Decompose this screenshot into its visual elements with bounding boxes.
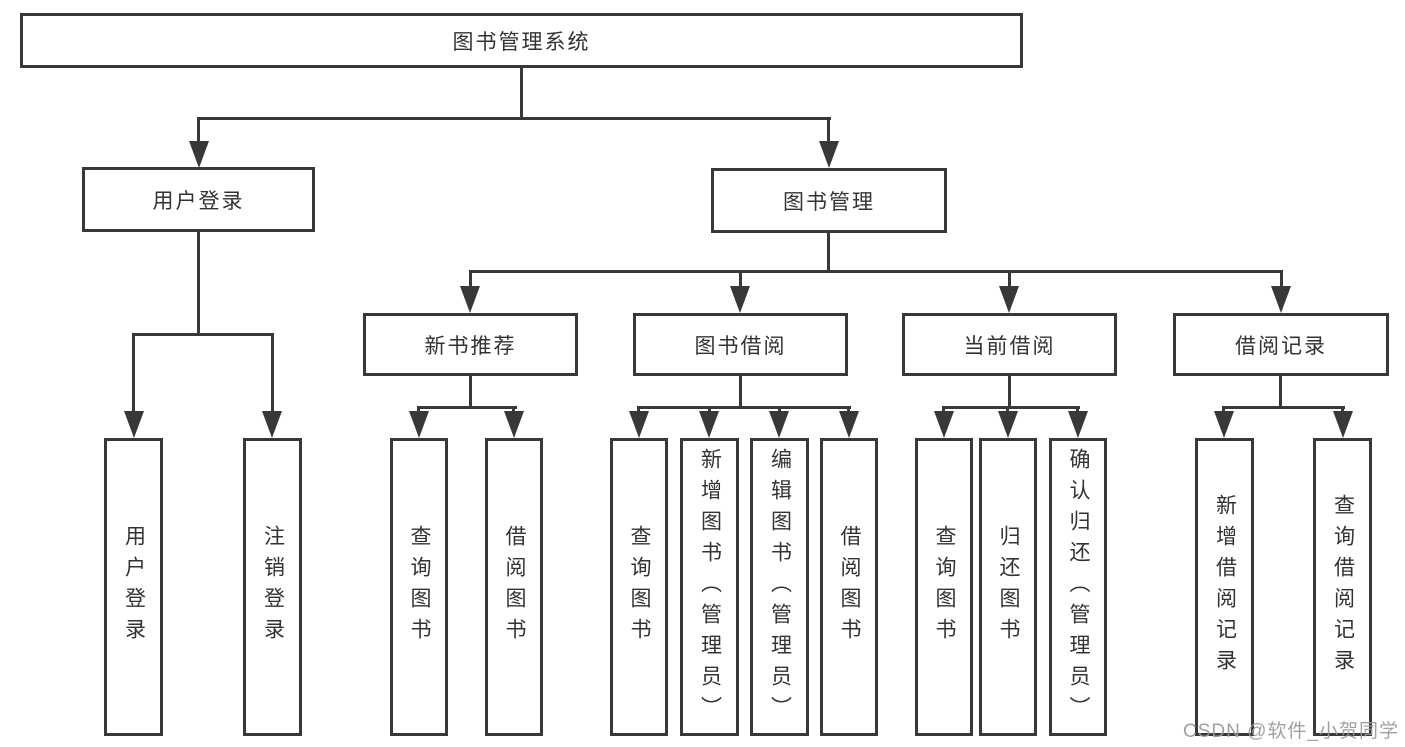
arrow-down-icon	[629, 411, 649, 438]
leaf-borrow-edit-book-admin: 编辑图书（管理员）	[750, 438, 809, 736]
leaf-label: 新增借阅记录	[1213, 494, 1237, 680]
connector-vline	[1279, 374, 1282, 409]
arrow-down-icon	[1068, 411, 1088, 438]
connector-vline	[827, 231, 830, 273]
connector-hline	[637, 406, 851, 409]
connector-stem	[132, 333, 135, 413]
connector-stem	[469, 270, 472, 292]
arrow-down-icon	[124, 411, 144, 438]
leaf-borrow-add-book-admin: 新增图书（管理员）	[680, 438, 739, 736]
leaf-label: 编辑图书（管理员）	[768, 447, 792, 727]
node-label: 图书管理	[783, 190, 875, 214]
connector-hline	[1222, 406, 1345, 409]
connector-hline	[132, 333, 274, 336]
leaf-label: 确认归还（管理员）	[1067, 447, 1091, 727]
node-borrow-record: 借阅记录	[1173, 313, 1389, 376]
node-label: 借阅记录	[1235, 334, 1327, 358]
leaf-borrow-query-book: 查询图书	[610, 438, 668, 736]
leaf-borrow-borrow-book: 借阅图书	[820, 438, 878, 736]
connector-stem	[827, 117, 830, 144]
arrow-down-icon	[999, 286, 1019, 313]
leaf-label: 查询图书	[933, 525, 957, 649]
connector-hline	[197, 117, 831, 120]
arrow-down-icon	[262, 411, 282, 438]
connector-vline	[520, 68, 523, 120]
connector-vline	[197, 230, 200, 336]
arrow-down-icon	[819, 141, 839, 168]
csdn-watermark: CSDN @软件_小贺同学	[1183, 721, 1399, 742]
arrow-down-icon	[1271, 286, 1291, 313]
leaf-recommend-borrow-book: 借阅图书	[485, 438, 543, 736]
leaf-record-query: 查询借阅记录	[1313, 438, 1372, 736]
leaf-label: 查询图书	[628, 525, 652, 649]
connector-vline	[1008, 374, 1011, 409]
leaf-user-login: 用户登录	[104, 438, 163, 736]
node-label: 图书管理系统	[452, 30, 591, 54]
connector-hline	[942, 406, 1080, 409]
node-book-management: 图书管理	[711, 168, 947, 233]
arrow-down-icon	[934, 411, 954, 438]
leaf-label: 查询借阅记录	[1331, 494, 1355, 680]
node-book-borrow: 图书借阅	[633, 313, 848, 376]
node-current-borrow: 当前借阅	[902, 313, 1117, 376]
arrow-down-icon	[189, 141, 209, 168]
leaf-label: 查询图书	[408, 525, 432, 649]
leaf-current-return-book: 归还图书	[979, 438, 1037, 736]
connector-stem	[739, 270, 742, 292]
node-label: 当前借阅	[963, 334, 1056, 358]
arrow-down-icon	[839, 411, 859, 438]
leaf-recommend-query-book: 查询图书	[390, 438, 448, 736]
arrow-down-icon	[998, 411, 1018, 438]
arrow-down-icon	[504, 411, 524, 438]
arrow-down-icon	[730, 286, 750, 313]
connector-hline	[469, 270, 1283, 273]
arrow-down-icon	[1214, 411, 1234, 438]
arrow-down-icon	[460, 286, 480, 313]
connector-stem	[1008, 270, 1011, 292]
connector-stem	[1280, 270, 1283, 292]
leaf-current-confirm-return-admin: 确认归还（管理员）	[1049, 438, 1107, 736]
leaf-current-query-book: 查询图书	[915, 438, 973, 736]
leaf-label: 借阅图书	[838, 525, 862, 649]
arrow-down-icon	[769, 411, 789, 438]
arrow-down-icon	[409, 411, 429, 438]
connector-stem	[197, 117, 200, 144]
connector-vline	[469, 374, 472, 409]
arrow-down-icon	[1333, 411, 1353, 438]
leaf-label: 新增图书（管理员）	[698, 447, 722, 727]
leaf-label: 借阅图书	[503, 525, 527, 649]
node-user-login: 用户登录	[82, 167, 315, 232]
leaf-logout: 注销登录	[243, 438, 302, 736]
leaf-label: 用户登录	[122, 525, 146, 649]
connector-vline	[739, 374, 742, 409]
node-label: 新书推荐	[424, 334, 517, 358]
connector-hline	[417, 406, 517, 409]
node-label: 图书借阅	[694, 334, 787, 358]
leaf-label: 注销登录	[261, 525, 285, 649]
node-library-system: 图书管理系统	[20, 13, 1023, 68]
node-label: 用户登录	[152, 189, 245, 213]
leaf-label: 归还图书	[997, 525, 1021, 649]
connector-stem	[271, 333, 274, 413]
node-new-book-recommend: 新书推荐	[363, 313, 578, 376]
arrow-down-icon	[699, 411, 719, 438]
leaf-record-add: 新增借阅记录	[1195, 438, 1254, 736]
